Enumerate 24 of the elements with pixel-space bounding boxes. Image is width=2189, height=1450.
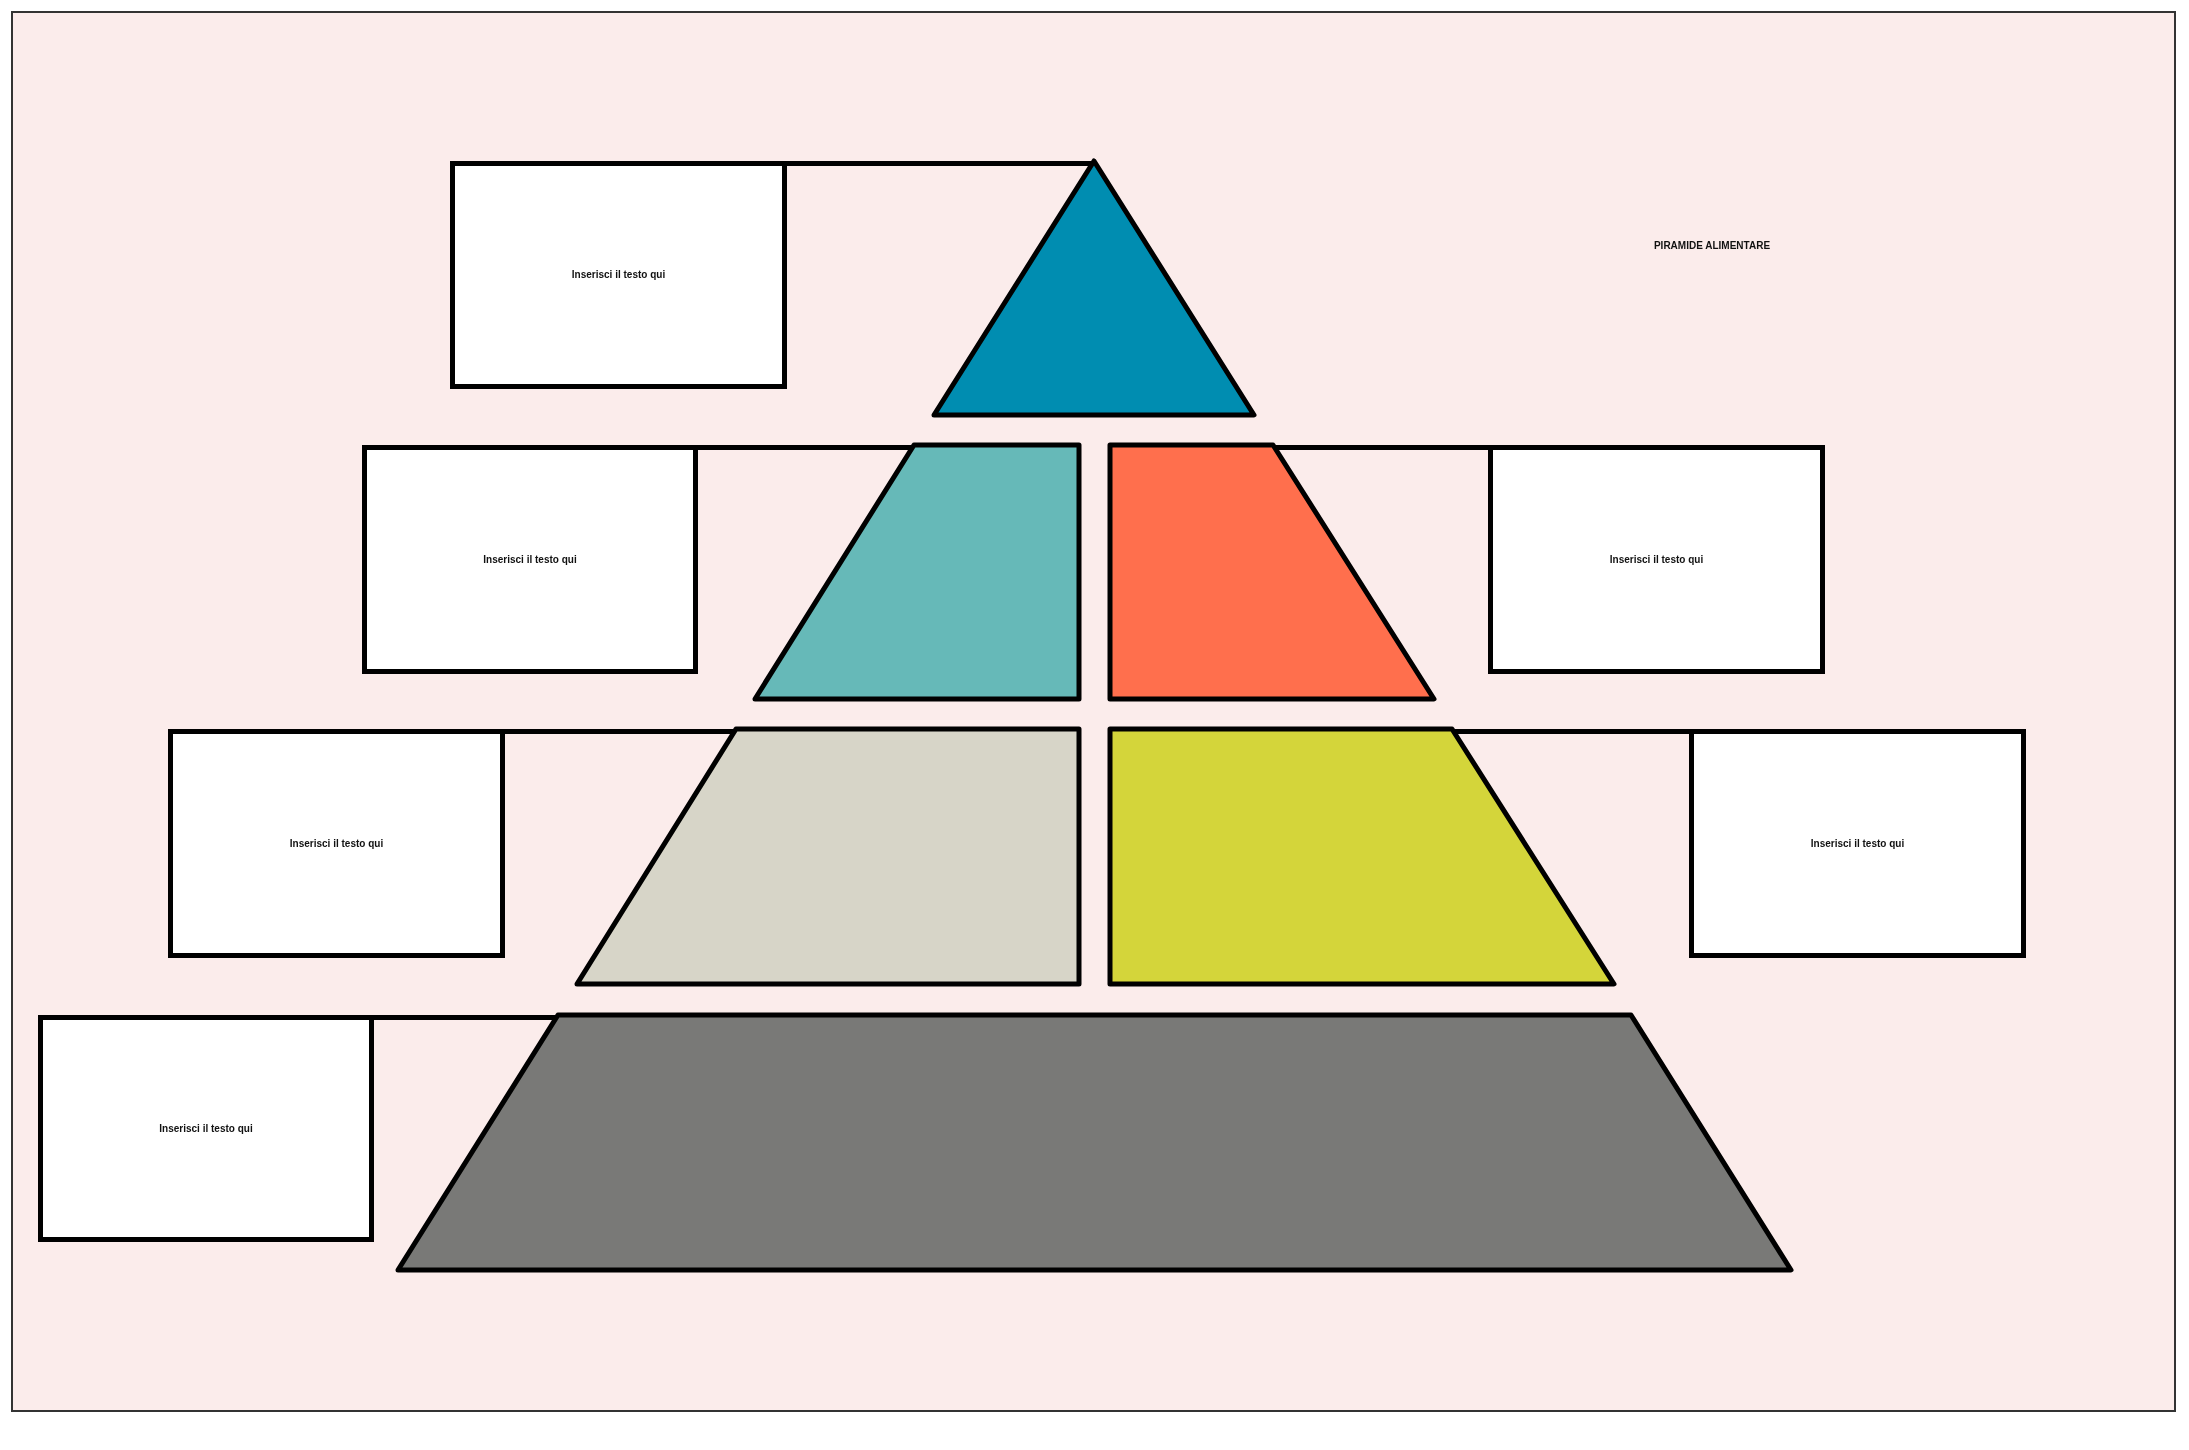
placeholder-text: Inserisci il testo qui: [159, 1122, 253, 1135]
text-box: [1689, 729, 2026, 958]
pyramid-tier: [752, 442, 1082, 702]
pyramid-top-triangle: [931, 158, 1257, 418]
text-box: [362, 445, 698, 674]
placeholder-text: Inserisci il testo qui: [483, 553, 577, 566]
placeholder-text: Inserisci il testo qui: [289, 837, 384, 850]
placeholder-text: Inserisci il testo qui: [571, 269, 666, 281]
leader-line: [698, 445, 914, 450]
pyramid-tier: [1107, 726, 1617, 987]
text-box: [168, 729, 505, 958]
pyramid-tier: [1107, 442, 1437, 702]
text-box: [38, 1015, 374, 1242]
leader-line: [1452, 729, 1689, 734]
text-box: [450, 161, 787, 389]
pyramid-tier: [574, 726, 1082, 987]
title: PIRAMIDE ALIMENTARE: [1653, 240, 1771, 252]
text-box: [1488, 445, 1825, 674]
placeholder-text: Inserisci il testo qui: [1609, 553, 1704, 566]
leader-line: [505, 729, 736, 734]
placeholder-text: Inserisci il testo qui: [1810, 837, 1905, 850]
leader-line: [1273, 445, 1488, 450]
leader-line: [374, 1015, 558, 1020]
leader-line: [787, 161, 1094, 166]
